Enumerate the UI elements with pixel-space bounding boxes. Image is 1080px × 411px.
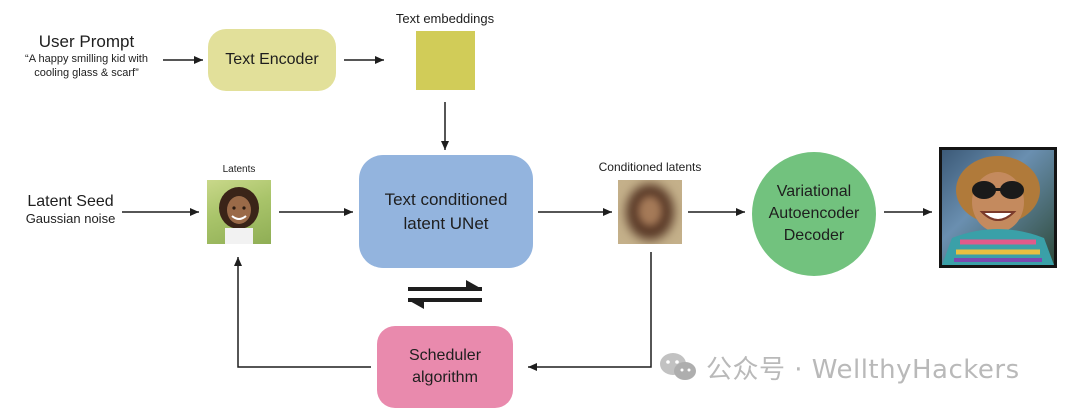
conditioned-latents-image [618,180,682,244]
text-embeddings-label: Text embeddings [395,11,495,26]
text-encoder-box: Text Encoder [208,29,336,91]
arrow-conditioned-to-scheduler [528,252,652,371]
smiling-kid-portrait-icon [942,156,1054,265]
unet-label-line2: latent UNet [403,213,489,233]
text-embeddings-square [416,31,475,90]
scheduler-label-line2: algorithm [412,369,478,386]
child-portrait-icon [219,187,259,244]
scheduler-box: Scheduler algorithm [377,326,513,408]
vae-label-line1: Variational [776,183,852,200]
latent-seed-subtitle: Gaussian noise [25,211,116,226]
latents-image [207,180,271,244]
scheduler-label-line1: Scheduler [408,347,482,364]
output-image [939,147,1057,268]
exchange-symbol [408,280,482,309]
wechat-icon [660,353,696,380]
arrow-scheduler-to-latents [234,257,371,368]
vae-circle: Variational Autoencoder Decoder [752,152,876,276]
conditioned-latents-label: Conditioned latents [598,160,702,174]
watermark-text: 公众号 · WellthyHackers [706,354,1020,385]
user-prompt: User Prompt “A happy smilling kid with c… [0,32,173,80]
watermark: 公众号 · WellthyHackers [658,350,1020,385]
vae-label-line3: Decoder [783,227,845,244]
user-prompt-line1: “A happy smilling kid with [25,53,148,65]
user-prompt-title: User Prompt [38,32,135,51]
unet-label-line1: Text conditioned [384,189,508,209]
latent-seed: Latent Seed Gaussian noise [4,192,137,227]
latent-seed-title: Latent Seed [27,193,114,210]
vae-label-line2: Autoencoder [768,205,860,222]
user-prompt-line2: cooling glass & scarf” [34,67,139,79]
unet-box: Text conditioned latent UNet [359,155,533,268]
latents-label: Latents [222,164,256,175]
text-encoder-label: Text Encoder [225,51,319,68]
